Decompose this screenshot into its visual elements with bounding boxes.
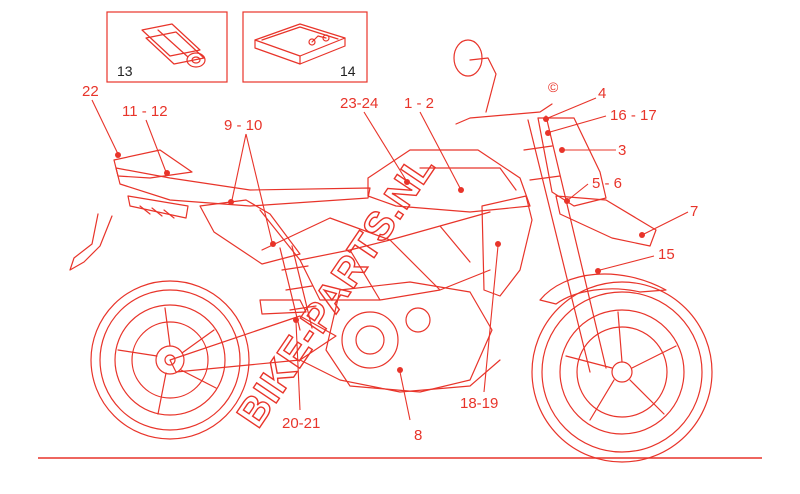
rear-wheel [90, 280, 250, 440]
exhaust [299, 359, 501, 393]
box-14-label: 14 [340, 63, 356, 79]
callout-18-19[interactable]: 18-19 [460, 395, 498, 412]
callout-8[interactable]: 8 [414, 427, 422, 444]
callout-15[interactable]: 15 [658, 246, 675, 263]
tail-section [113, 149, 193, 179]
front-fairing [537, 117, 607, 207]
side-panel [199, 199, 301, 265]
callout-22[interactable]: 22 [82, 83, 99, 100]
callout-16-17[interactable]: 16 - 17 [610, 107, 657, 124]
front-fork [523, 115, 607, 373]
fuel-tank [367, 149, 531, 213]
seat [115, 167, 371, 207]
engine-clutch-cover [341, 311, 399, 369]
callout-23-24[interactable]: 23-24 [340, 95, 378, 112]
watermark-copyright-mark: © [548, 79, 559, 95]
callout-labels: 22 11 - 12 9 - 10 23-24 1 - 2 4 16 - 17 … [82, 83, 698, 444]
watermark: BIKE-PARTS.NL © [228, 79, 559, 436]
callout-3[interactable]: 3 [618, 142, 626, 159]
callout-11-12[interactable]: 11 - 12 [122, 103, 168, 120]
rear-shock [279, 245, 317, 331]
callout-7[interactable]: 7 [690, 203, 698, 220]
license-plate-holder [69, 213, 113, 271]
front-fender [539, 273, 667, 305]
callout-1-2[interactable]: 1 - 2 [404, 95, 434, 112]
motorcycle-drawing [69, 39, 713, 463]
callout-20-21[interactable]: 20-21 [282, 415, 320, 432]
inset-box-14[interactable]: 14 [242, 11, 368, 83]
trellis-frame [259, 209, 491, 301]
engine-block [325, 281, 493, 393]
manual-booklet-icon [254, 23, 346, 65]
front-side-panel [555, 195, 657, 247]
callout-9-10[interactable]: 9 - 10 [224, 117, 262, 134]
callout-5-6[interactable]: 5 - 6 [592, 175, 622, 192]
callout-leaders [91, 97, 689, 421]
inset-box-13[interactable]: 13 [106, 11, 228, 83]
swingarm [169, 315, 337, 373]
front-wheel [531, 281, 713, 463]
mirror [453, 39, 483, 77]
radiator-shroud [481, 195, 533, 297]
box-13-label: 13 [117, 63, 133, 79]
handlebar [455, 57, 553, 125]
decal-roll-icon [141, 23, 206, 68]
callout-4[interactable]: 4 [598, 85, 606, 102]
